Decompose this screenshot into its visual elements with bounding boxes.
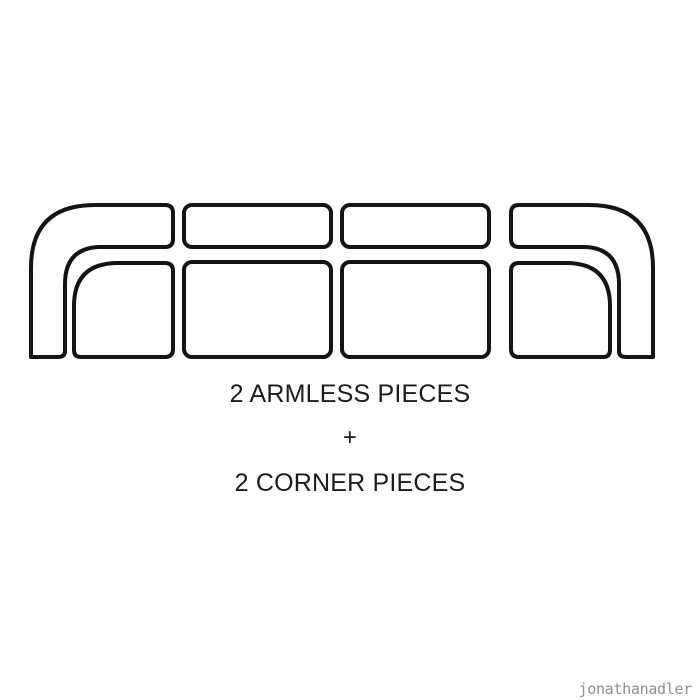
right-corner-back — [509, 203, 655, 359]
right-corner-seat — [509, 261, 612, 359]
armless-piece-1-seat — [182, 260, 333, 359]
armless-piece-2-back — [340, 203, 491, 249]
right-corner-piece — [509, 203, 655, 359]
armless-piece-1-back — [182, 203, 333, 249]
caption-armless-pieces: 2 ARMLESS PIECES — [229, 380, 471, 408]
armless-piece-2 — [340, 203, 491, 359]
caption-plus-sign: + — [342, 424, 358, 451]
armless-piece-2-seat — [340, 260, 491, 359]
caption-corner-pieces: 2 CORNER PIECES — [234, 469, 466, 497]
left-corner-back — [29, 203, 175, 359]
brand-watermark: jonathanadler — [578, 680, 692, 698]
armless-piece-1 — [182, 203, 333, 359]
left-corner-seat — [72, 261, 175, 359]
left-corner-piece — [29, 203, 175, 359]
